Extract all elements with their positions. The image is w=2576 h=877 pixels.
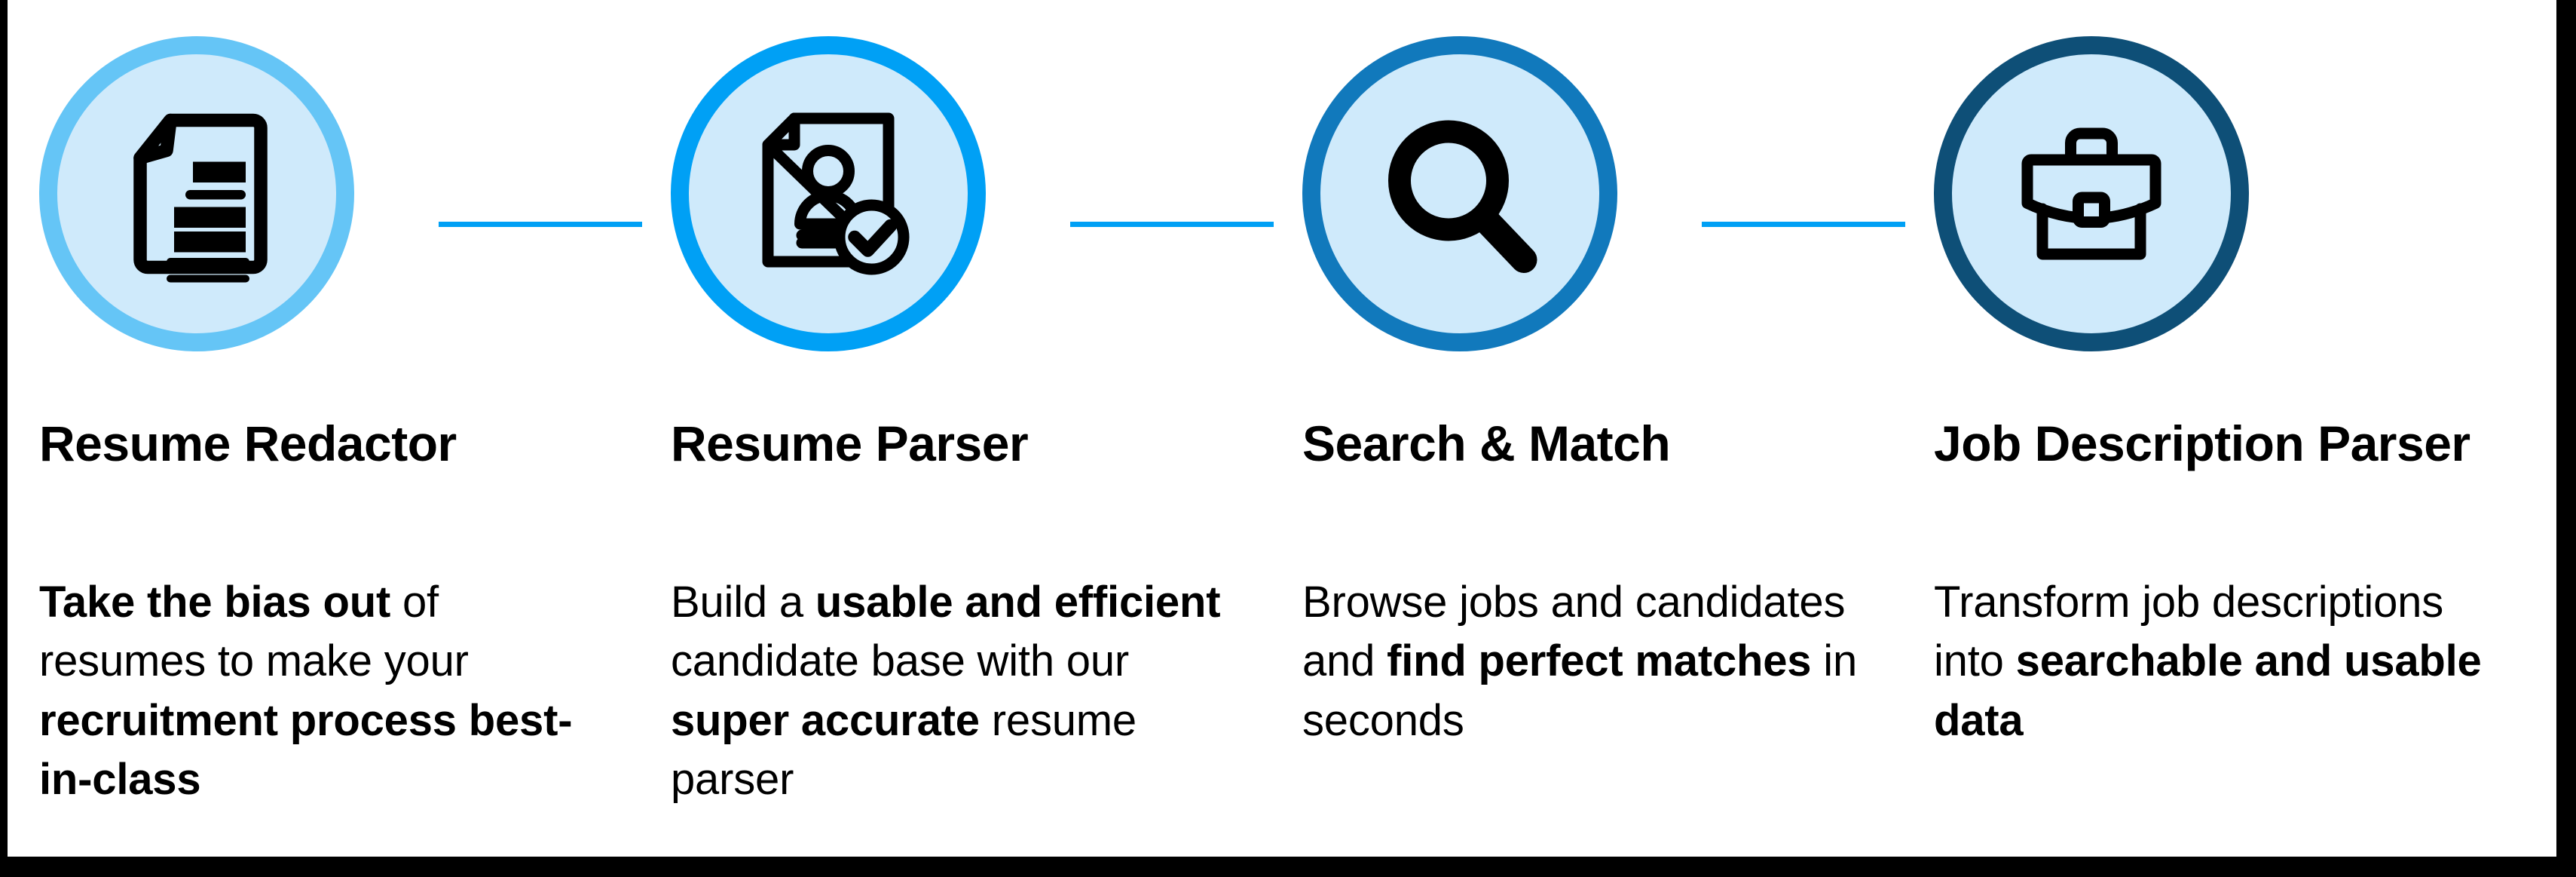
step-description-4: Transform job descriptions into searchab… <box>1934 578 2482 745</box>
step-icon-badge-3[interactable] <box>1302 36 1617 351</box>
step-search-and-match[interactable]: Search & Match Browse jobs and candidate… <box>1271 0 1902 857</box>
icon-circle-3 <box>1302 36 1617 351</box>
step-icon-badge-1[interactable] <box>39 36 354 351</box>
briefcase-icon <box>2021 127 2161 260</box>
magnifying-glass-icon <box>1388 120 1537 273</box>
step-icon-badge-4[interactable] <box>1934 36 2249 351</box>
step-job-description-parser[interactable]: Job Description Parser Transform job des… <box>1902 0 2534 857</box>
step-title-1: Resume Redactor <box>39 416 457 471</box>
document-person-check-icon <box>762 112 910 275</box>
icon-circle-4 <box>1934 36 2249 351</box>
step-title-2: Resume Parser <box>671 416 1029 471</box>
frame-bottom-border <box>0 857 2576 877</box>
step-icon-badge-2[interactable] <box>671 36 986 351</box>
step-description-2: Build a usable and efficient candidate b… <box>671 578 1221 804</box>
frame-left-border <box>0 0 8 860</box>
icon-circle-2 <box>671 36 986 351</box>
infographic-canvas: Resume Redactor Take the bias out of res… <box>8 0 2556 857</box>
step-resume-redactor[interactable]: Resume Redactor Take the bias out of res… <box>8 0 639 857</box>
step-description-3: Browse jobs and candidates and find perf… <box>1302 578 1858 745</box>
connector-line-3 <box>1702 222 1905 227</box>
connector-line-2 <box>1070 222 1274 227</box>
step-title-4: Job Description Parser <box>1934 416 2470 471</box>
connector-line-1 <box>439 222 642 227</box>
document-pencil-icon <box>133 113 268 283</box>
step-title-3: Search & Match <box>1302 416 1671 471</box>
step-list: Resume Redactor Take the bias out of res… <box>8 0 2556 857</box>
icon-circle-1 <box>39 36 354 351</box>
frame-right-border <box>2556 0 2576 877</box>
step-resume-parser[interactable]: Resume Parser Build a usable and efficie… <box>639 0 1271 857</box>
step-description-1: Take the bias out of resumes to make you… <box>39 578 573 804</box>
